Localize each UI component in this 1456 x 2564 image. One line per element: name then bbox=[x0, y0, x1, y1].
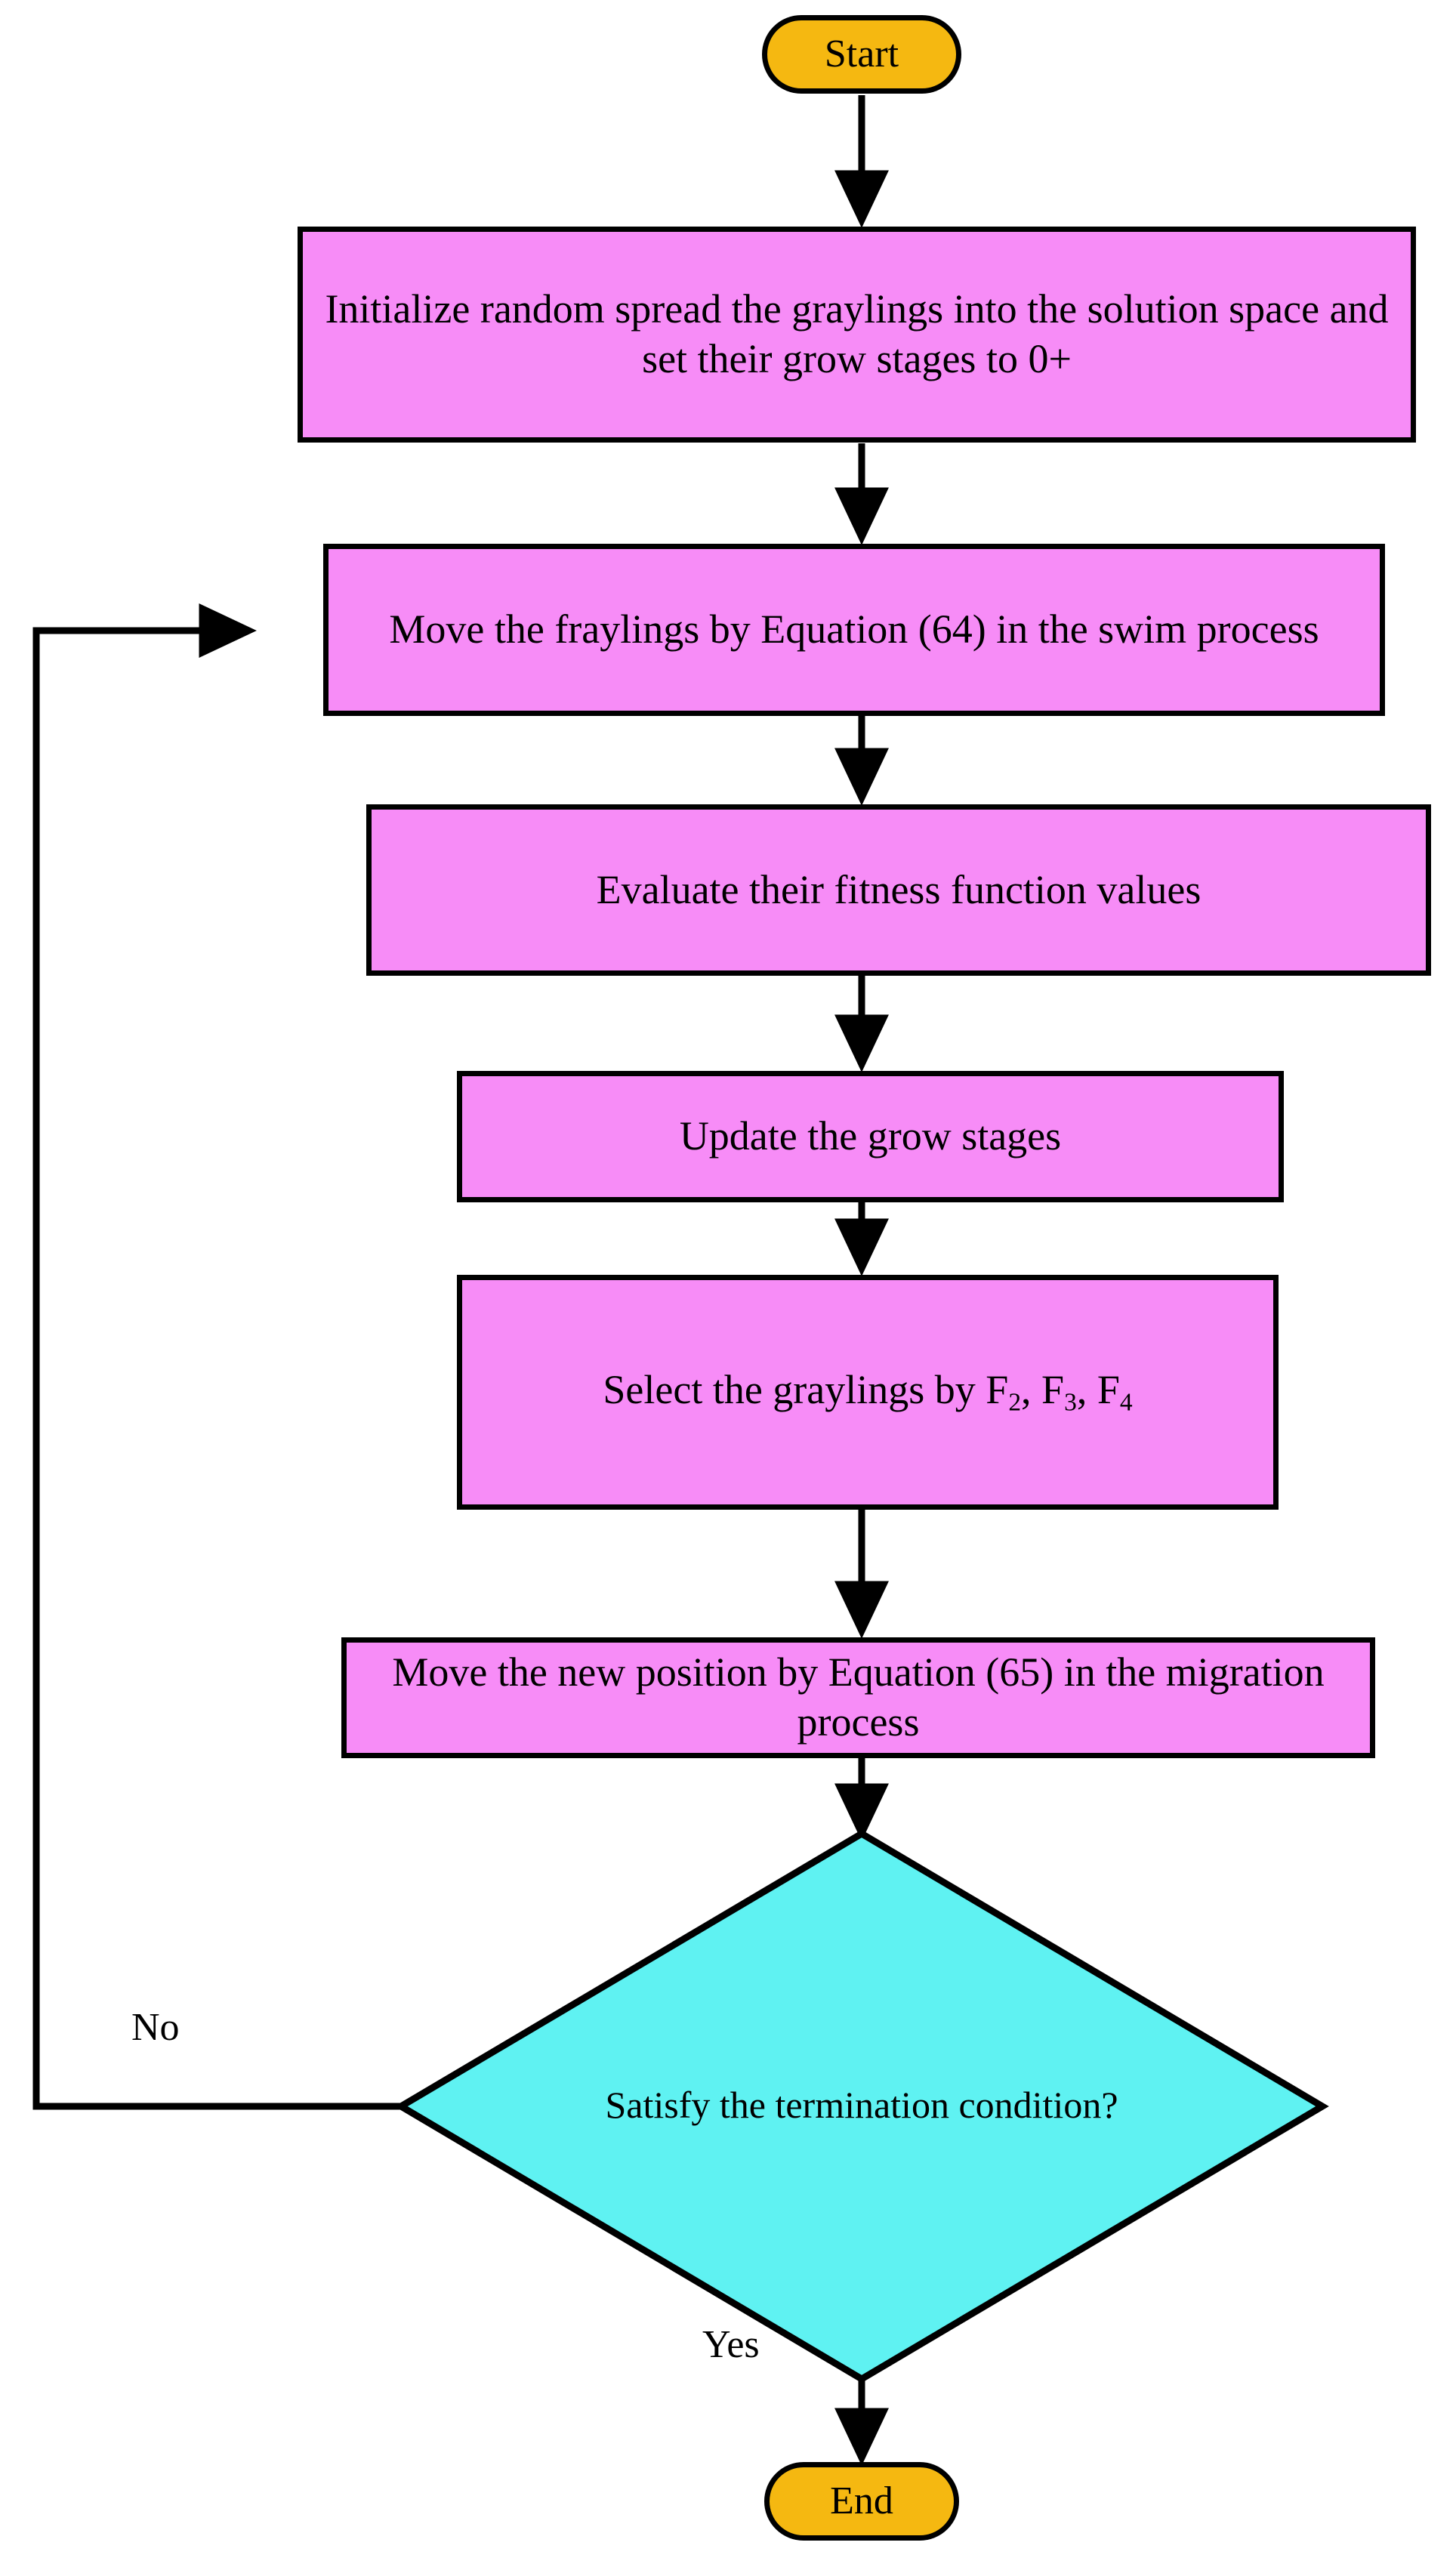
node-decision[interactable]: Satisfy the termination condition? bbox=[401, 1834, 1322, 2379]
node-swim[interactable]: Move the fraylings by Equation (64) in t… bbox=[323, 544, 1385, 716]
node-start[interactable]: Start bbox=[762, 15, 961, 94]
node-select-sub-1: 2 bbox=[1008, 1388, 1022, 1417]
node-select-sep-2: , F bbox=[1076, 1367, 1120, 1413]
node-select[interactable]: Select the graylings by F2, F3, F4 bbox=[457, 1275, 1279, 1510]
node-evaluate[interactable]: Evaluate their fitness function values bbox=[366, 804, 1431, 976]
node-select-sub-3: 4 bbox=[1119, 1388, 1133, 1417]
node-end[interactable]: End bbox=[764, 2462, 959, 2541]
node-start-label: Start bbox=[824, 32, 899, 76]
node-evaluate-label: Evaluate their fitness function values bbox=[596, 866, 1202, 912]
node-select-label: Select the graylings by F2, F3, F4 bbox=[603, 1365, 1132, 1418]
node-select-label-prefix: Select the graylings by F bbox=[603, 1367, 1009, 1413]
edge-label-no: No bbox=[131, 2006, 180, 2049]
node-update[interactable]: Update the grow stages bbox=[457, 1071, 1284, 1202]
connector-decision-no-feedback bbox=[32, 603, 401, 2110]
node-update-label: Update the grow stages bbox=[679, 1113, 1062, 1159]
node-select-sub-2: 3 bbox=[1064, 1388, 1077, 1417]
node-end-label: End bbox=[830, 2479, 893, 2523]
node-migrate-label: Move the new position by Equation (65) i… bbox=[392, 1649, 1325, 1745]
node-migrate[interactable]: Move the new position by Equation (65) i… bbox=[341, 1637, 1375, 1758]
node-initialize-label: Initialize random spread the graylings i… bbox=[325, 286, 1389, 381]
node-swim-label: Move the fraylings by Equation (64) in t… bbox=[389, 606, 1319, 653]
edge-label-yes: Yes bbox=[702, 2323, 760, 2366]
node-decision-label: Satisfy the termination condition? bbox=[605, 2084, 1118, 2126]
node-initialize[interactable]: Initialize random spread the graylings i… bbox=[298, 227, 1416, 443]
node-select-sep-1: , F bbox=[1021, 1367, 1065, 1413]
